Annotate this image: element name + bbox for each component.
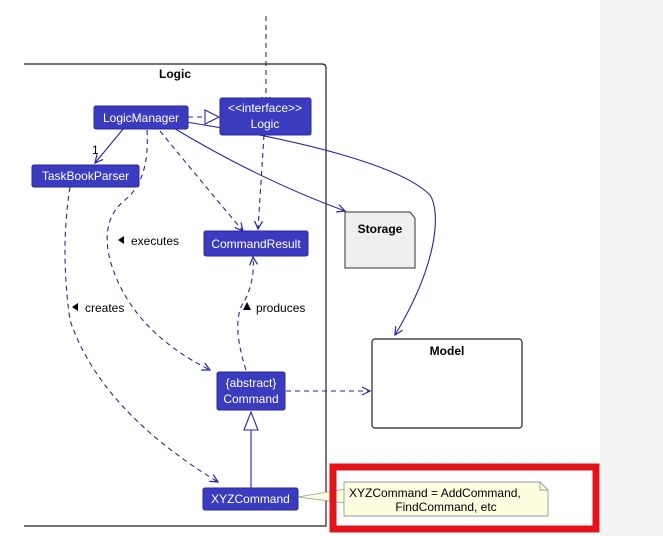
note-anchor: [297, 488, 346, 504]
edge-labels: 1 executes creates produces: [72, 143, 305, 315]
command-name: Command: [223, 392, 278, 406]
svg-text:LogicManager: LogicManager: [103, 111, 179, 125]
produces-edge: [237, 257, 254, 371]
class-command-result[interactable]: CommandResult: [203, 230, 309, 257]
executes-direction-icon: [118, 236, 124, 244]
svg-text:XYZCommand: XYZCommand: [211, 492, 290, 506]
class-logic-manager[interactable]: LogicManager: [93, 105, 189, 130]
highlight-frame: [329, 463, 600, 533]
creates-edge: [64, 186, 218, 482]
manager-to-storage: [171, 126, 345, 211]
svg-text:CommandResult: CommandResult: [211, 237, 301, 251]
note: XYZCommand = AddCommand, FindCommand, et…: [343, 481, 549, 517]
manager-to-model: [185, 121, 436, 335]
multiplicity-label: 1: [92, 143, 99, 157]
class-taskbook-parser[interactable]: TaskBookParser: [31, 164, 140, 188]
produces-label: produces: [256, 301, 305, 315]
logic-stereotype: <<interface>>: [228, 101, 302, 115]
right-margin-panel: [600, 0, 663, 536]
class-logic-interface[interactable]: <<interface>> Logic: [219, 97, 312, 136]
produces-direction-icon: [243, 302, 251, 310]
logic-package: Logic: [24, 63, 327, 527]
creates-label: creates: [85, 301, 124, 315]
storage-package[interactable]: Storage: [344, 211, 416, 269]
logic-package-title: Logic: [159, 67, 191, 81]
svg-text:TaskBookParser: TaskBookParser: [42, 169, 129, 183]
logic-name: Logic: [251, 117, 280, 131]
class-xyz-command[interactable]: XYZCommand: [202, 487, 299, 511]
class-command[interactable]: {abstract} Command: [216, 371, 286, 411]
command-stereotype: {abstract}: [226, 376, 277, 390]
executes-label: executes: [131, 234, 179, 248]
manager-to-commandresult: [159, 130, 243, 231]
manager-to-parser: [95, 127, 125, 163]
executes-edge: [106, 129, 210, 370]
storage-title: Storage: [358, 222, 403, 236]
model-title: Model: [430, 344, 465, 358]
note-line-2: FindCommand, etc: [395, 500, 496, 514]
creates-direction-icon: [72, 303, 78, 311]
model-package[interactable]: Model: [371, 338, 523, 429]
note-line-1: XYZCommand = AddCommand,: [349, 486, 521, 500]
logic-to-commandresult: [258, 134, 265, 229]
realization-triangle: [204, 109, 221, 125]
inheritance-triangle: [243, 410, 259, 431]
